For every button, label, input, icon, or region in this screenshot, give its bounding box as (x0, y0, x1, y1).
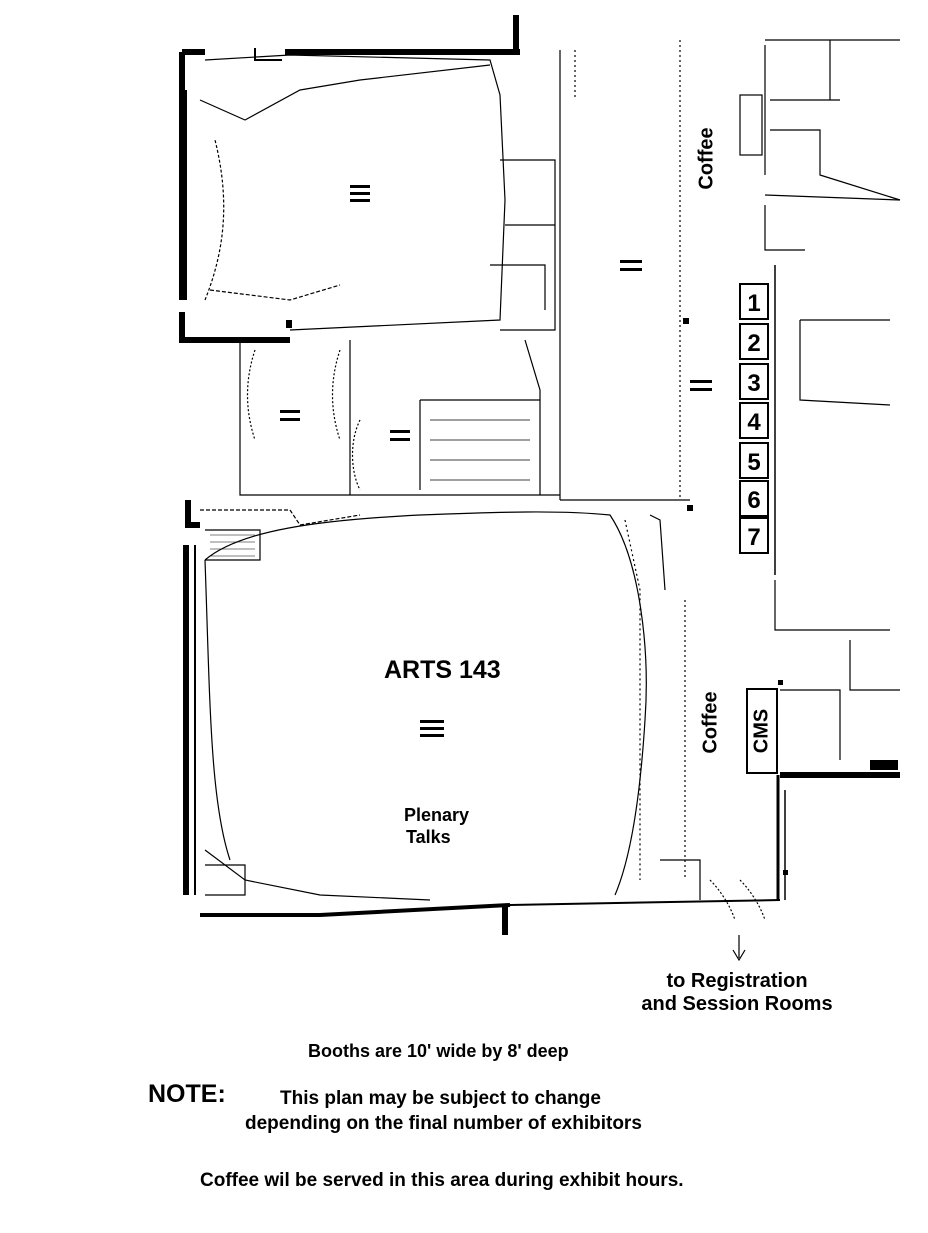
plenary-label: Plenary Talks (404, 804, 469, 848)
booth-1: 1 (739, 283, 769, 320)
note-line-1: This plan may be subject to change (280, 1088, 601, 1109)
cms-label: CMS (750, 708, 773, 754)
booth-3: 3 (739, 363, 769, 400)
coffee-area-label-top: Coffee (695, 127, 718, 190)
booth-size-note: Booths are 10' wide by 8' deep (308, 1041, 569, 1061)
plenary-line-1: Plenary (404, 805, 470, 825)
cms-booth: CMS (746, 688, 778, 774)
booth-5: 5 (739, 442, 769, 479)
booth-6: 6 (739, 480, 769, 517)
registration-line-2: and Session Rooms (641, 993, 833, 1015)
coffee-area-label-bottom: Coffee (699, 691, 722, 754)
registration-direction: to Registration and Session Rooms (620, 970, 854, 1016)
main-room-label: ARTS 143 (384, 656, 501, 684)
booth-2: 2 (739, 323, 769, 360)
booth-4: 4 (739, 402, 769, 439)
registration-line-1: to Registration (666, 970, 808, 992)
note-heading: NOTE: (148, 1080, 226, 1108)
plenary-line-2: Talks (406, 827, 451, 847)
note-line-2: depending on the final number of exhibit… (245, 1113, 642, 1134)
booth-7: 7 (739, 517, 769, 554)
coffee-service-note: Coffee wil be served in this area during… (200, 1170, 684, 1191)
